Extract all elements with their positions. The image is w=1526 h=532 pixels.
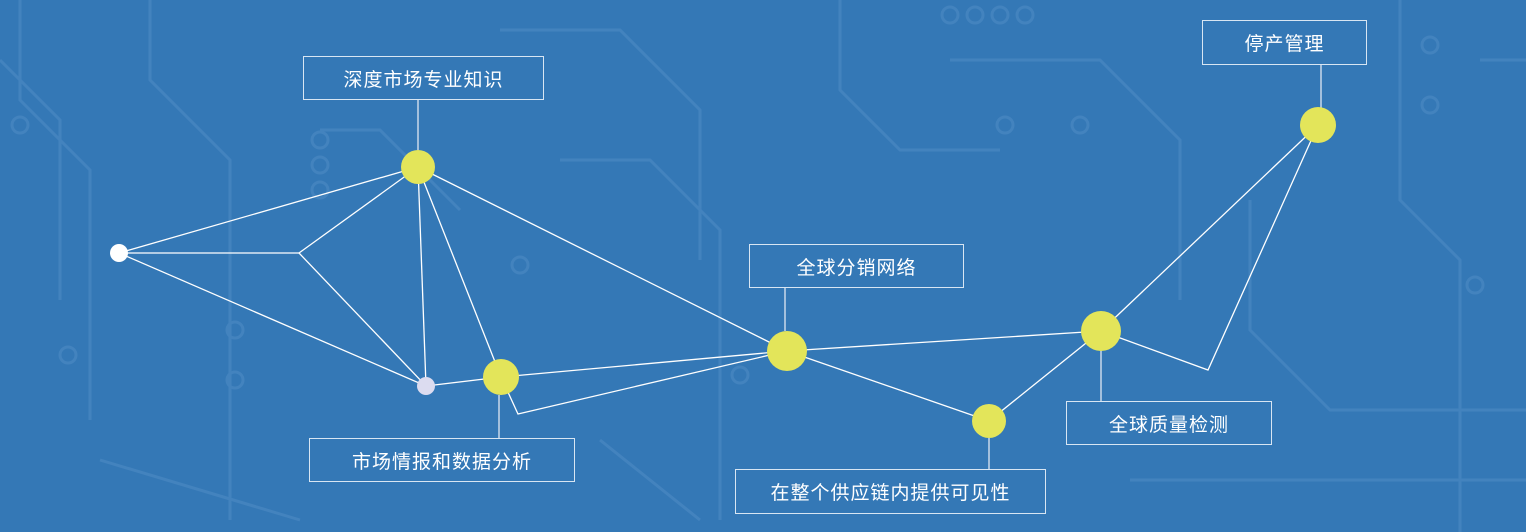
node-market-intel xyxy=(483,359,519,395)
label-market-intel: 市场情报和数据分析 xyxy=(309,438,575,482)
label-supply-chain-visibility: 在整个供应链内提供可见性 xyxy=(735,469,1046,514)
node-supply-chain xyxy=(972,404,1006,438)
label-global-quality: 全球质量检测 xyxy=(1066,401,1272,445)
node-small xyxy=(417,377,435,395)
label-connectors xyxy=(417,64,1322,469)
node-global-quality xyxy=(1081,311,1121,351)
node-global-distribution xyxy=(767,331,807,371)
nodes xyxy=(110,107,1336,438)
label-deep-market: 深度市场专业知识 xyxy=(303,56,544,100)
node-deep-market xyxy=(401,150,435,184)
label-eol-management: 停产管理 xyxy=(1202,20,1367,65)
node-eol xyxy=(1300,107,1336,143)
node-origin xyxy=(110,244,128,262)
label-global-distribution: 全球分销网络 xyxy=(749,244,964,288)
